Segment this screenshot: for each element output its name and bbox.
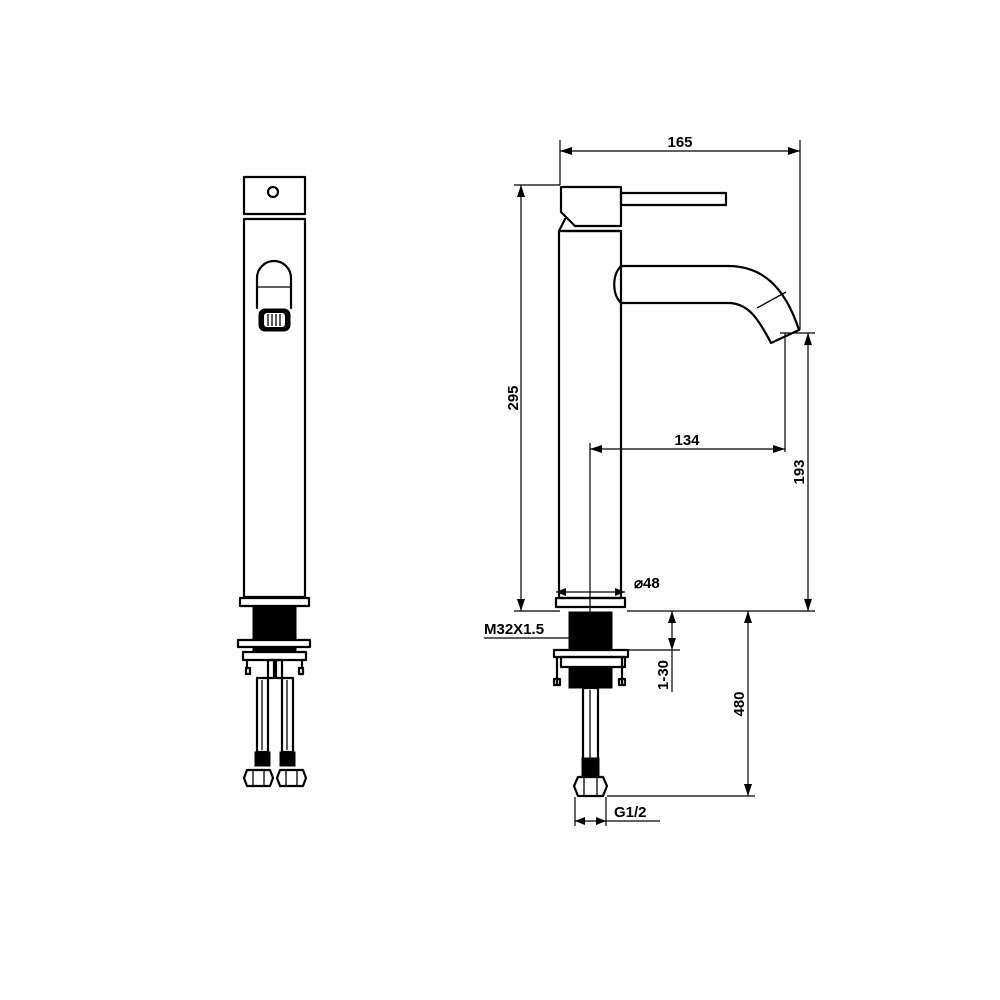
dim-label-480: 480 bbox=[731, 691, 748, 716]
front-body bbox=[242, 217, 307, 599]
dim-label-165: 165 bbox=[667, 134, 692, 151]
front-hex-nut-left bbox=[242, 768, 275, 788]
dim-label-295: 295 bbox=[505, 385, 522, 410]
side-hex-nut bbox=[572, 775, 609, 798]
front-nut-plate bbox=[241, 650, 308, 662]
front-threaded-shank bbox=[252, 606, 297, 641]
side-lever-block bbox=[559, 185, 623, 228]
dim-label-connection: G1/2 bbox=[614, 804, 647, 821]
front-lever-hole bbox=[266, 185, 280, 199]
dimension-lines bbox=[484, 140, 815, 826]
front-washer bbox=[236, 638, 312, 649]
side-spout bbox=[619, 264, 801, 345]
dim-label-diameter: ⌀48 bbox=[634, 575, 660, 592]
side-view bbox=[552, 185, 801, 798]
front-hex-nut-right bbox=[275, 768, 308, 788]
dim-label-deck-thickness: 1-30 bbox=[655, 660, 672, 690]
front-lever-cap bbox=[242, 175, 307, 216]
dim-label-134: 134 bbox=[674, 432, 700, 449]
dim-label-thread: M32X1.5 bbox=[484, 621, 544, 638]
side-lever-handle bbox=[619, 191, 728, 207]
front-spout-opening bbox=[255, 259, 293, 310]
side-threaded-shank bbox=[568, 611, 613, 651]
front-base-flange bbox=[238, 596, 311, 608]
front-view bbox=[236, 175, 312, 788]
side-nut-plate bbox=[559, 655, 627, 669]
dim-label-193: 193 bbox=[791, 459, 808, 484]
